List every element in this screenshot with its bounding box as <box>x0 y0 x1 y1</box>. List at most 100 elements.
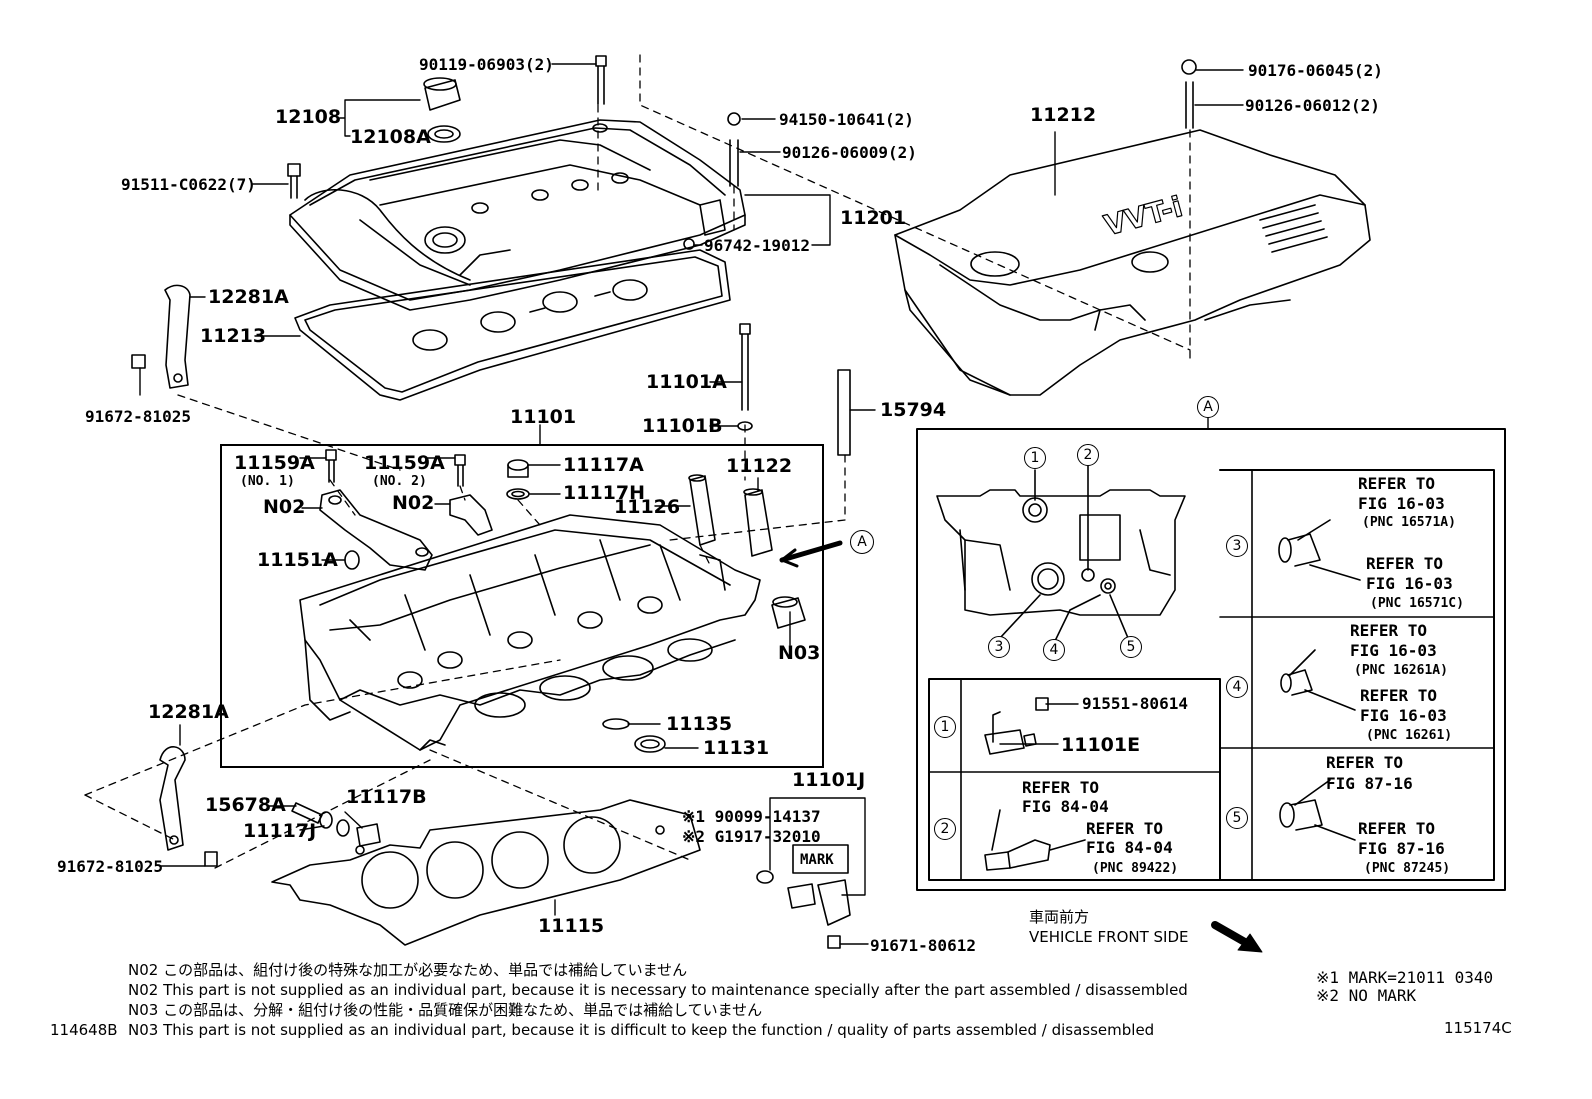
detail-callout-1: 1 <box>1024 447 1046 469</box>
engine-cover-logo-text: VVT-i <box>1101 190 1186 242</box>
row-4-refer-2c: (PNC 16261) <box>1366 728 1453 743</box>
part-label-11117J: 11117J <box>243 820 317 842</box>
part-label-15794: 15794 <box>880 399 947 421</box>
leader-lines <box>139 63 1244 945</box>
part-label-G1917-32010: ※2 G1917-32010 <box>682 827 821 846</box>
alignment-dashed-lines <box>84 54 1191 869</box>
row-3-refer-1c: (PNC 16571A) <box>1362 515 1456 530</box>
detail-a-title: A <box>1197 396 1219 418</box>
row-4-refer-1b: FIG 16-03 <box>1350 641 1437 660</box>
note-n02-en: N02 This part is not supplied as an indi… <box>128 981 1188 999</box>
part-label-91551-80614: 91551-80614 <box>1082 694 1188 713</box>
row-3-refer-2b: FIG 16-03 <box>1366 574 1453 593</box>
part-label-90176-06045: 90176-06045(2) <box>1248 61 1383 80</box>
mark-legend-2: ※2 NO MARK <box>1316 986 1417 1005</box>
part-label-11213: 11213 <box>200 325 267 347</box>
head-gasket-drawing <box>271 799 701 946</box>
row-3-refer-2c: (PNC 16571C) <box>1370 596 1464 611</box>
detail-callout-4: 4 <box>1043 639 1065 661</box>
part-label-11117A: 11117A <box>563 454 644 476</box>
row-2-refer-2b: FIG 84-04 <box>1086 838 1173 857</box>
row-4-refer-2a: REFER TO <box>1360 686 1438 705</box>
row-4-number: 4 <box>1226 676 1248 698</box>
note-n03-jp: N03 この部品は、分解・組付け後の性能・品質確保が困難なため、単品では補給して… <box>128 1001 763 1019</box>
part-label-N02-a: N02 <box>263 496 306 518</box>
part-label-90099-14137: ※1 90099-14137 <box>682 807 821 826</box>
row-3-refer-1b: FIG 16-03 <box>1358 494 1445 513</box>
row-5-refer-1a: REFER TO <box>1326 753 1404 772</box>
part-label-11101A: 11101A <box>646 371 727 393</box>
row-4-refer-1c: (PNC 16261A) <box>1354 663 1448 678</box>
detail-callout-3: 3 <box>988 636 1010 658</box>
part-label-11212: 11212 <box>1030 104 1097 126</box>
view-marker-a: A <box>850 530 874 554</box>
row-5-refer-2b: FIG 87-16 <box>1358 839 1445 858</box>
part-label-11122: 11122 <box>726 455 793 477</box>
part-label-N02-b: N02 <box>392 492 435 514</box>
detail-callout-2: 2 <box>1077 444 1099 466</box>
part-label-11117B: 11117B <box>346 786 427 808</box>
part-label-N03: N03 <box>778 642 821 664</box>
detail-a-box <box>916 417 1506 891</box>
row-2-refer-1b: FIG 84-04 <box>1022 797 1109 816</box>
part-label-12108A: 12108A <box>350 126 431 148</box>
figure-id-left: 114648B <box>50 1021 118 1039</box>
vehicle-front-en: VEHICLE FRONT SIDE <box>1029 928 1189 946</box>
row-5-refer-2a: REFER TO <box>1358 819 1436 838</box>
engine-hanger-top-drawing <box>164 284 191 389</box>
mark-legend-1: ※1 MARK=21011 0340 <box>1316 968 1494 987</box>
cylinder-head-cover-drawing <box>289 119 746 311</box>
row-2-refer-2a: REFER TO <box>1086 819 1164 838</box>
part-label-91671-80612: 91671-80612 <box>870 936 976 955</box>
part-label-11201: 11201 <box>840 207 907 229</box>
row-4-refer-1a: REFER TO <box>1350 621 1428 640</box>
row-2-refer-2c: (PNC 89422) <box>1092 861 1179 876</box>
note-n02-jp: N02 この部品は、組付け後の特殊な加工が必要なため、単品では補給していません <box>128 961 688 979</box>
mark-label: MARK <box>800 852 834 868</box>
oil-filler-cap-drawing <box>423 77 461 143</box>
row-3-refer-2a: REFER TO <box>1366 554 1444 573</box>
part-label-11101B: 11101B <box>642 415 723 437</box>
part-label-11159A-no1: 11159A <box>234 452 315 474</box>
part-label-11159A-no1-sub: (NO. 1) <box>240 474 295 489</box>
part-label-11117H: 11117H <box>563 482 646 504</box>
part-label-11159A-no2-sub: (NO. 2) <box>372 474 427 489</box>
figure-id-right: 115174C <box>1444 1019 1512 1037</box>
part-label-12108: 12108 <box>275 106 342 128</box>
part-label-11151A: 11151A <box>257 549 338 571</box>
row-2-number: 2 <box>934 818 956 840</box>
part-label-91672-81025-bottom: 91672-81025 <box>57 857 163 876</box>
part-label-12281A-top: 12281A <box>208 286 289 308</box>
part-label-11101E: 11101E <box>1061 734 1141 756</box>
part-label-91672-81025-top: 91672-81025 <box>85 407 191 426</box>
part-label-91511-C0622: 91511-C0622(7) <box>121 175 256 194</box>
part-label-90126-06012: 90126-06012(2) <box>1245 96 1380 115</box>
head-cover-gasket-drawing <box>294 249 731 401</box>
part-label-96742-19012: 96742-19012 <box>704 236 810 255</box>
row-5-number: 5 <box>1226 807 1248 829</box>
note-n03-en: N03 This part is not supplied as an indi… <box>128 1021 1155 1039</box>
bolts-drawing <box>131 55 1197 949</box>
row-5-refer-1b: FIG 87-16 <box>1326 774 1413 793</box>
part-label-90126-06009: 90126-06009(2) <box>782 143 917 162</box>
part-label-11159A-no2: 11159A <box>364 452 445 474</box>
part-label-11126: 11126 <box>614 496 681 518</box>
part-label-11101J: 11101J <box>792 769 866 791</box>
engine-cover-drawing <box>894 129 1371 396</box>
row-5-refer-2c: (PNC 87245) <box>1364 861 1451 876</box>
cylinder-head-drawing <box>299 514 761 751</box>
row-2-refer-1a: REFER TO <box>1022 778 1100 797</box>
vehicle-front-jp: 車両前方 <box>1029 908 1090 926</box>
camshaft-bearing-caps-drawing <box>319 489 493 571</box>
view-arrow <box>779 540 843 563</box>
detail-callout-5: 5 <box>1120 636 1142 658</box>
row-1-number: 1 <box>934 716 956 738</box>
row-3-number: 3 <box>1226 535 1248 557</box>
part-label-11131: 11131 <box>703 737 770 759</box>
part-label-11115: 11115 <box>538 915 605 937</box>
part-label-90119-06903: 90119-06903(2) <box>419 55 554 74</box>
part-label-15678A: 15678A <box>205 794 286 816</box>
row-4-refer-2b: FIG 16-03 <box>1360 706 1447 725</box>
part-label-12281A-bottom: 12281A <box>148 701 229 723</box>
